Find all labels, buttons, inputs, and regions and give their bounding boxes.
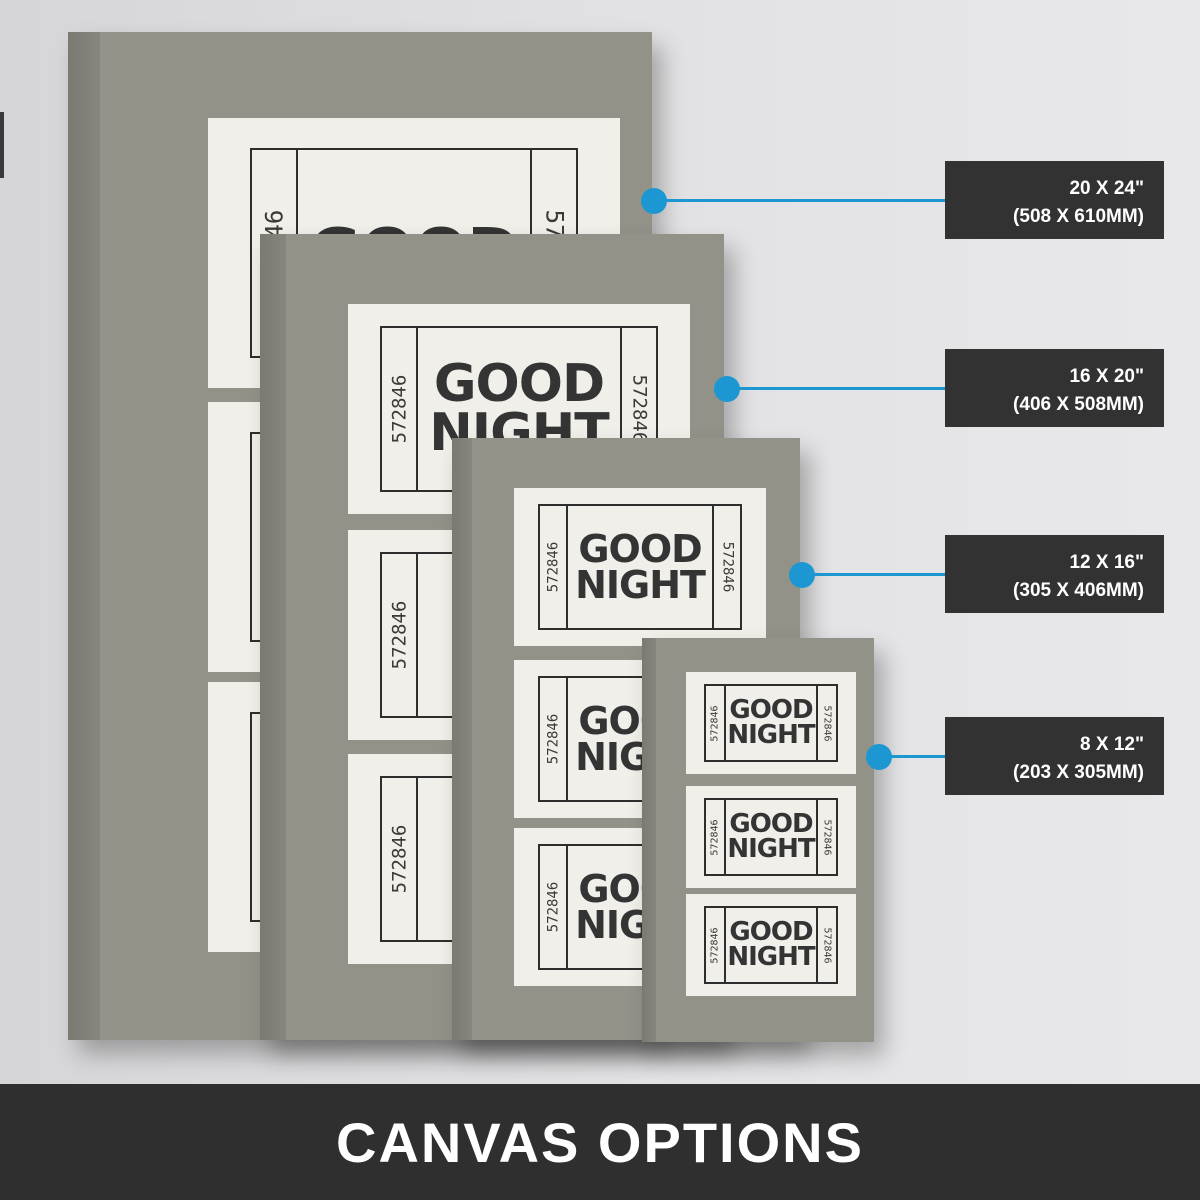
ticket-word-good: GOOD (433, 353, 605, 414)
ticket-serial-right: 572846 (628, 374, 651, 444)
ticket-serial: 572846 (388, 600, 411, 670)
ticket-serial: 572846 (545, 881, 562, 933)
callout-line-16x20 (728, 387, 945, 390)
ticket-serial: 572846 (545, 541, 562, 593)
ticket-serial: 572846 (709, 818, 721, 856)
size-label-16x20[interactable]: 16 X 20" (406 X 508MM) (945, 349, 1164, 427)
ticket-serial-right: 572846 (821, 818, 833, 856)
callout-dot-12x16 (789, 562, 815, 588)
ticket-serial-right: 572846 (821, 704, 833, 742)
ticket: 572846 GOOD NIGHT 572846 (686, 672, 856, 774)
ticket-serial: 572846 (388, 374, 411, 444)
ticket: 572846 GOOD NIGHT 572846 (686, 894, 856, 996)
size-inches: 16 X 20" (1069, 366, 1144, 387)
footer-banner: CANVAS OPTIONS (0, 1084, 1200, 1200)
ticket-word-good: GOOD (729, 917, 813, 948)
callout-dot-8x12 (866, 744, 892, 770)
callout-line-20x24 (654, 199, 945, 202)
callout-line-12x16 (802, 573, 945, 576)
size-mm: (406 X 508MM) (1013, 394, 1144, 415)
size-inches: 8 X 12" (1080, 734, 1144, 755)
footer-title: CANVAS OPTIONS (336, 1110, 864, 1174)
callout-line-8x12 (878, 755, 945, 758)
ticket-serial: 572846 (545, 713, 562, 765)
ticket-serial: 572846 (388, 824, 411, 894)
ticket-word-night: NIGHT (575, 563, 706, 607)
canvas-8x12: 572846 GOOD NIGHT 572846 572846 GOOD NIG… (642, 638, 874, 1042)
ticket-word-good: GOOD (578, 526, 702, 571)
wall-edge-mark (0, 112, 4, 178)
ticket-word-good: GOOD (729, 695, 813, 726)
size-mm: (508 X 610MM) (1013, 206, 1144, 227)
size-label-12x16[interactable]: 12 X 16" (305 X 406MM) (945, 535, 1164, 613)
ticket-word-night: NIGHT (727, 720, 815, 750)
ticket-serial-right: 572846 (719, 541, 736, 593)
size-inches: 12 X 16" (1069, 552, 1144, 573)
ticket-word-good: GOOD (729, 809, 813, 840)
ticket-serial: 572846 (709, 704, 721, 742)
ticket-word-night: NIGHT (727, 942, 815, 972)
ticket-serial: 572846 (709, 926, 721, 964)
size-label-8x12[interactable]: 8 X 12" (203 X 305MM) (945, 717, 1164, 795)
size-mm: (305 X 406MM) (1013, 580, 1144, 601)
callout-dot-16x20 (714, 376, 740, 402)
ticket: 572846 GOOD NIGHT 572846 (514, 488, 766, 646)
size-mm: (203 X 305MM) (1013, 762, 1144, 783)
ticket-serial-right: 572846 (821, 926, 833, 964)
callout-dot-20x24 (641, 188, 667, 214)
size-label-20x24[interactable]: 20 X 24" (508 X 610MM) (945, 161, 1164, 239)
ticket-word-night: NIGHT (727, 834, 815, 864)
size-inches: 20 X 24" (1069, 178, 1144, 199)
ticket: 572846 GOOD NIGHT 572846 (686, 786, 856, 888)
